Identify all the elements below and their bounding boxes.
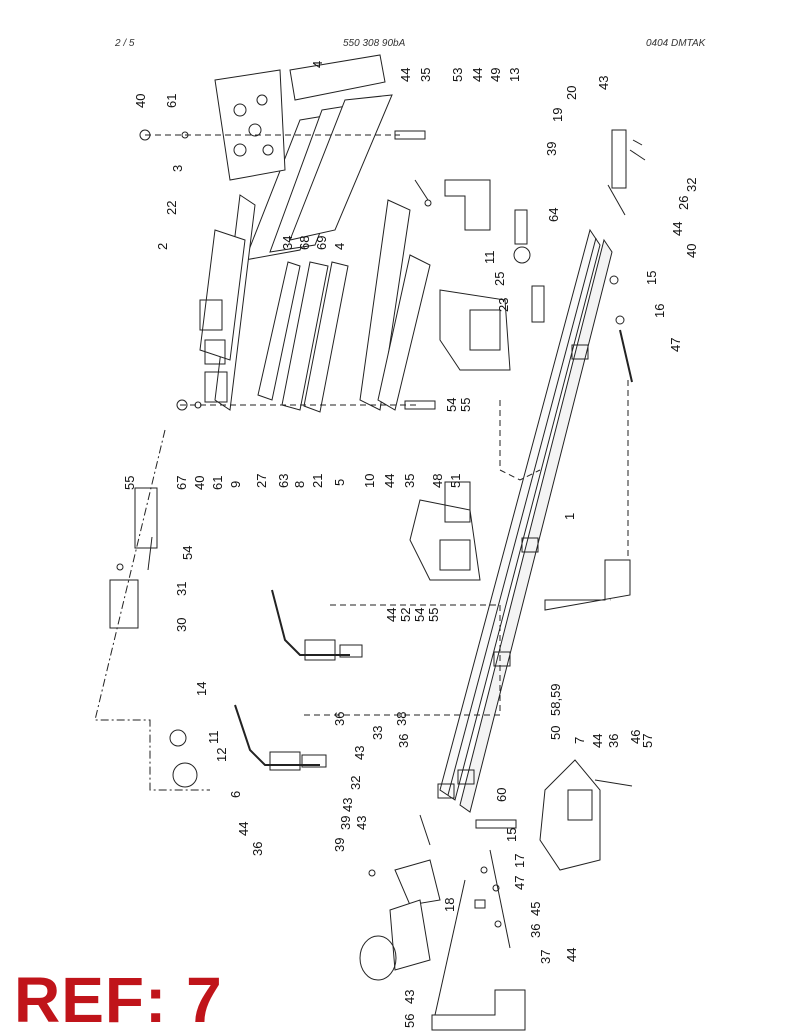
callout-36: 36 bbox=[606, 734, 621, 748]
callout-4: 4 bbox=[332, 243, 347, 250]
callout-9: 9 bbox=[228, 481, 243, 488]
callout-3: 3 bbox=[170, 165, 185, 172]
callout-43: 43 bbox=[596, 76, 611, 90]
callout-7: 7 bbox=[572, 737, 587, 744]
callout-36: 36 bbox=[396, 734, 411, 748]
callout-61: 61 bbox=[210, 476, 225, 490]
callout-19: 19 bbox=[550, 108, 565, 122]
callout-23: 23 bbox=[496, 298, 511, 312]
callout-43: 43 bbox=[402, 990, 417, 1004]
callout-55: 55 bbox=[426, 608, 441, 622]
callout-39: 39 bbox=[332, 838, 347, 852]
callout-2: 2 bbox=[155, 243, 170, 250]
callout-44: 44 bbox=[382, 474, 397, 488]
callout-47: 47 bbox=[512, 876, 527, 890]
callout-57: 57 bbox=[640, 734, 655, 748]
callout-44: 44 bbox=[590, 734, 605, 748]
callout-5: 5 bbox=[332, 479, 347, 486]
callout-4: 4 bbox=[310, 61, 325, 68]
callout-53: 53 bbox=[450, 68, 465, 82]
callout-35: 35 bbox=[418, 68, 433, 82]
callout-44: 44 bbox=[470, 68, 485, 82]
callout-56: 56 bbox=[402, 1014, 417, 1028]
callout-38: 38 bbox=[394, 712, 409, 726]
callout-11: 11 bbox=[482, 251, 497, 265]
callout-30: 30 bbox=[174, 618, 189, 632]
callout-1: 1 bbox=[562, 513, 577, 520]
callout-46: 46 bbox=[628, 730, 643, 744]
callout-10: 10 bbox=[362, 474, 377, 488]
callout-39: 39 bbox=[338, 816, 353, 830]
callout-36: 36 bbox=[250, 842, 265, 856]
callout-55: 55 bbox=[458, 398, 473, 412]
reference-stamp: REF: 7 bbox=[14, 964, 223, 1036]
callout-40: 40 bbox=[133, 94, 148, 108]
callout-54: 54 bbox=[412, 608, 427, 622]
callout-44: 44 bbox=[236, 822, 251, 836]
callout-33: 33 bbox=[370, 726, 385, 740]
callout-18: 18 bbox=[442, 898, 457, 912]
callout-21: 21 bbox=[310, 474, 325, 488]
callout-40: 40 bbox=[684, 244, 699, 258]
callout-54: 54 bbox=[444, 398, 459, 412]
callout-13: 13 bbox=[507, 68, 522, 82]
callout-20: 20 bbox=[564, 86, 579, 100]
callout-35: 35 bbox=[402, 474, 417, 488]
callout-44: 44 bbox=[398, 68, 413, 82]
callout-64: 64 bbox=[546, 208, 561, 222]
callout-34: 34 bbox=[280, 236, 295, 250]
callout-14: 14 bbox=[194, 682, 209, 696]
callout-44: 44 bbox=[564, 948, 579, 962]
callout-31: 31 bbox=[174, 582, 189, 596]
callout-15: 15 bbox=[504, 828, 519, 842]
callout-51: 51 bbox=[448, 474, 463, 488]
callout-27: 27 bbox=[254, 474, 269, 488]
callout-25: 25 bbox=[492, 272, 507, 286]
callout-22: 22 bbox=[164, 201, 179, 215]
callout-48: 48 bbox=[430, 474, 445, 488]
callout-36: 36 bbox=[528, 924, 543, 938]
callout-12: 12 bbox=[214, 748, 229, 762]
callout-15: 15 bbox=[644, 271, 659, 285]
callout-40: 40 bbox=[192, 476, 207, 490]
callout-44: 44 bbox=[670, 222, 685, 236]
document-number: 550 308 90bA bbox=[343, 38, 406, 49]
callout-49: 49 bbox=[488, 68, 503, 82]
callout-45: 45 bbox=[528, 902, 543, 916]
callout-8: 8 bbox=[292, 481, 307, 488]
callout-50: 50 bbox=[548, 726, 563, 740]
callout-17: 17 bbox=[512, 854, 527, 868]
callout-43: 43 bbox=[352, 746, 367, 760]
callout-32: 32 bbox=[684, 178, 699, 192]
callout-26: 26 bbox=[676, 196, 691, 210]
callout-54: 54 bbox=[180, 546, 195, 560]
callout-67: 67 bbox=[174, 476, 189, 490]
callout-58-59: 58,59 bbox=[548, 683, 563, 716]
callout-11: 11 bbox=[206, 731, 221, 745]
callout-39: 39 bbox=[544, 142, 559, 156]
callout-63: 63 bbox=[276, 474, 291, 488]
callout-60: 60 bbox=[494, 788, 509, 802]
callout-61: 61 bbox=[164, 94, 179, 108]
callout-47: 47 bbox=[668, 338, 683, 352]
callout-44: 44 bbox=[384, 608, 399, 622]
callout-43: 43 bbox=[354, 816, 369, 830]
callout-6: 6 bbox=[228, 791, 243, 798]
callout-52: 52 bbox=[398, 608, 413, 622]
callout-68: 68 bbox=[297, 236, 312, 250]
page-indicator: 2 / 5 bbox=[115, 38, 135, 49]
document-code: 0404 DMTAK bbox=[646, 38, 706, 49]
callout-43: 43 bbox=[340, 798, 355, 812]
callout-55: 55 bbox=[122, 476, 137, 490]
callout-37: 37 bbox=[538, 950, 553, 964]
callout-32: 32 bbox=[348, 776, 363, 790]
callout-69: 69 bbox=[314, 236, 329, 250]
callout-36: 36 bbox=[332, 712, 347, 726]
callout-16: 16 bbox=[652, 304, 667, 318]
